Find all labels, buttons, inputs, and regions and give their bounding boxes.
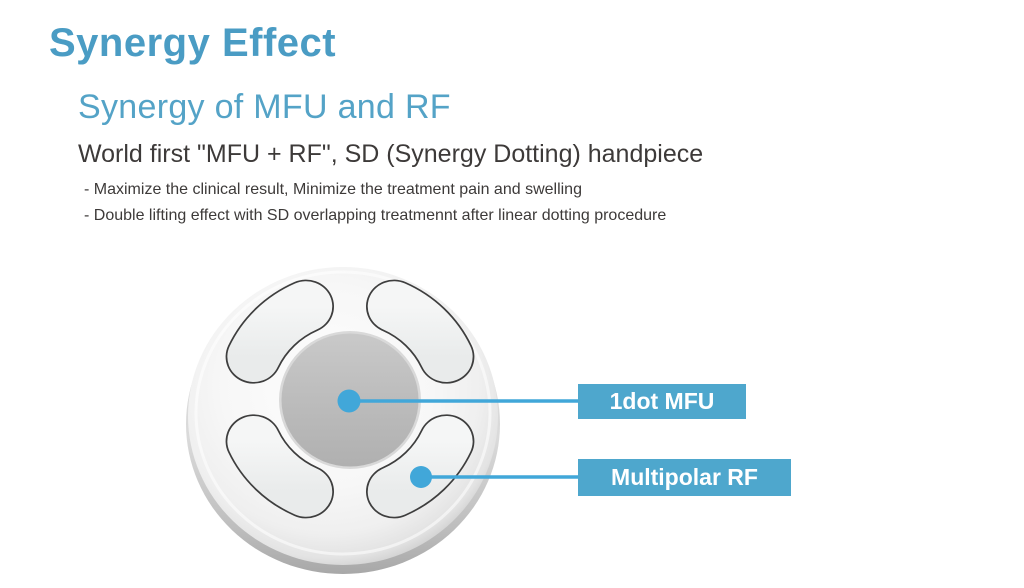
page-title: Synergy Effect [49,21,337,65]
face-highlight-ring [194,270,492,556]
pad-sw [227,416,333,517]
callout-label-mfu: 1dot MFU [578,384,746,419]
pad-nw [227,281,333,382]
bullet-item: - Double lifting effect with SD overlapp… [84,207,667,224]
slide-subtitle: Synergy of MFU and RF [78,88,451,126]
mfu-dot-marker [337,389,361,413]
callout-label-rf: Multipolar RF [578,459,791,496]
bullet-list: - Maximize the clinical result, Minimize… [84,177,666,229]
callout-label-text: 1dot MFU [609,388,715,414]
bullet-item: - Maximize the clinical result, Minimize… [84,181,582,198]
callout-markers [337,389,580,488]
callout-label-text: Multipolar RF [611,464,758,490]
slide-heading: World first "MFU + RF", SD (Synergy Dott… [78,140,704,168]
rf-dot-marker [410,466,432,488]
handpiece-illustration [186,267,500,574]
pad-ne [367,281,473,382]
